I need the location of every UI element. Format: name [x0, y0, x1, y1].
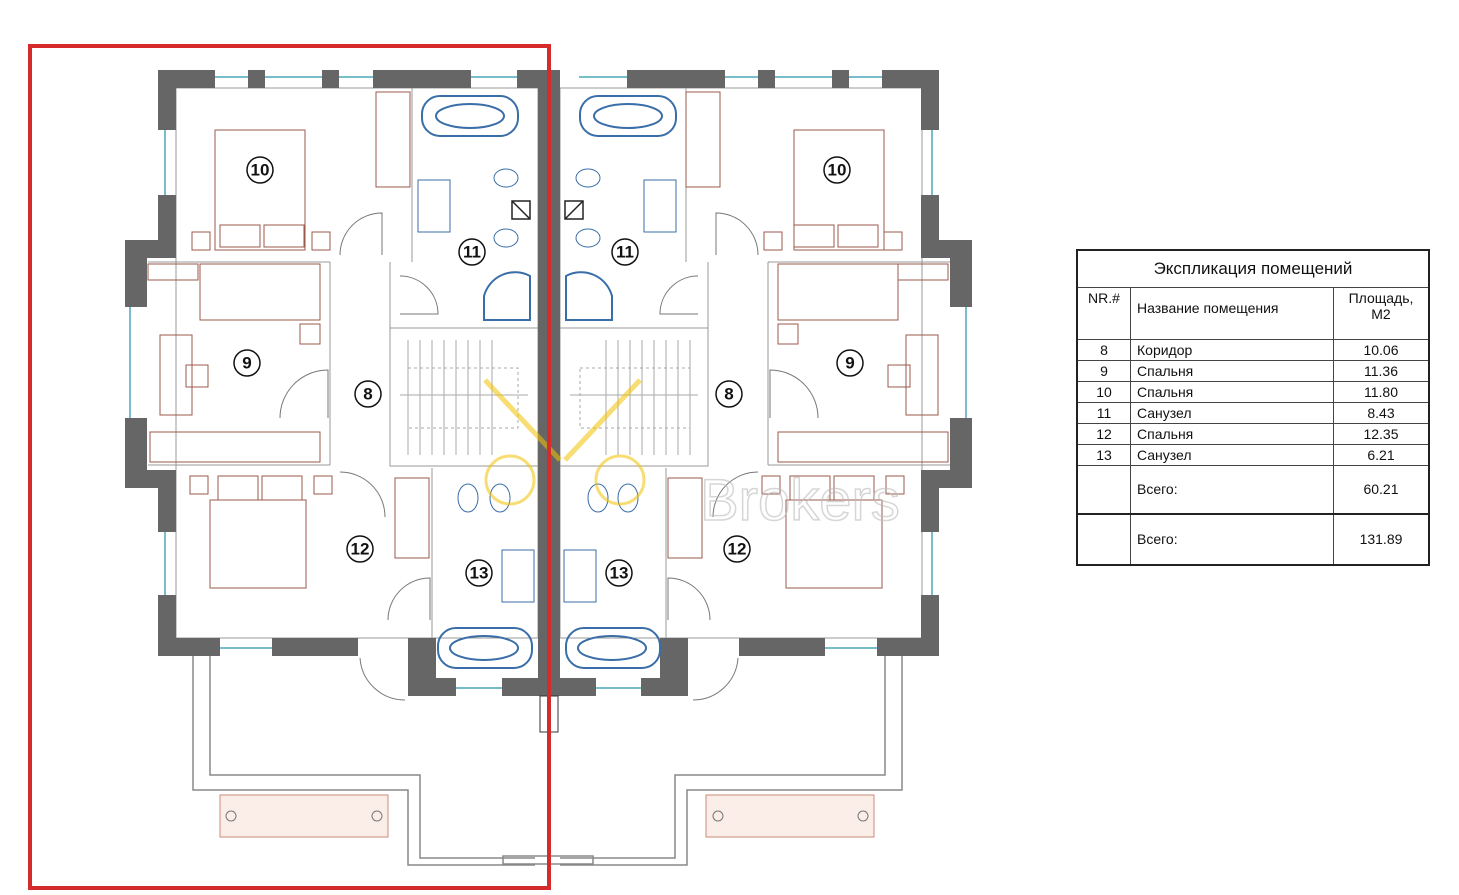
room-label-10-right: 10 — [828, 161, 847, 180]
highlight-frame — [28, 44, 551, 890]
row-area: 10.06 — [1333, 339, 1428, 361]
row-name: Спальня — [1130, 360, 1334, 382]
windows — [129, 76, 967, 689]
row-num: 10 — [1078, 381, 1131, 403]
row-num: 13 — [1078, 444, 1131, 466]
room-label-9-right: 9 — [845, 354, 854, 373]
row-area: 8.43 — [1333, 402, 1428, 424]
room-label-12: 12 — [351, 540, 370, 559]
row-num: 9 — [1078, 360, 1131, 382]
row-num: 11 — [1078, 402, 1131, 424]
row-area: 11.80 — [1333, 381, 1428, 403]
row-name: Спальня — [1130, 381, 1334, 403]
room-label-12-right: 12 — [728, 540, 747, 559]
walls — [125, 70, 972, 696]
subtotal-value: 60.21 — [1333, 465, 1428, 514]
row-name: Санузел — [1130, 402, 1334, 424]
vent-shafts — [511, 200, 584, 220]
terrace-decking — [219, 794, 875, 838]
room-label-11-right: 11 — [616, 243, 634, 262]
furniture — [147, 91, 949, 589]
watermark-logo — [483, 378, 646, 506]
room-label-11: 11 — [463, 243, 481, 262]
col-header-area-line2: M2 — [1371, 306, 1391, 322]
room-label-13-right: 13 — [610, 564, 629, 583]
room-label-8: 8 — [363, 385, 372, 404]
row-area: 11.36 — [1333, 360, 1428, 382]
doors — [279, 212, 819, 701]
room-schedule-table: Экспликация помещений NR.# Название поме… — [1076, 249, 1430, 566]
col-header-name: Название помещения — [1130, 287, 1334, 340]
col-header-area-line1: Площадь, — [1348, 290, 1414, 306]
col-header-num: NR.# — [1078, 287, 1131, 340]
sanitary-fixtures — [417, 95, 677, 669]
room-label-8-right: 8 — [724, 385, 733, 404]
row-area: 12.35 — [1333, 423, 1428, 445]
row-name: Спальня — [1130, 423, 1334, 445]
row-name: Санузел — [1130, 444, 1334, 466]
row-area: 6.21 — [1333, 444, 1428, 466]
staircase — [400, 340, 698, 455]
row-name: Коридор — [1130, 339, 1334, 361]
room-label-9: 9 — [242, 354, 251, 373]
room-labels: 10 9 8 11 12 13 10 9 8 11 12 13 — [233, 156, 864, 587]
total-label: Всего: — [1130, 512, 1334, 564]
col-header-area: Площадь, M2 — [1333, 287, 1428, 340]
row-num: 12 — [1078, 423, 1131, 445]
room-label-13: 13 — [470, 564, 489, 583]
row-num: 8 — [1078, 339, 1131, 361]
total-value: 131.89 — [1333, 512, 1428, 564]
schedule-title: Экспликация помещений — [1153, 259, 1353, 278]
room-label-10: 10 — [251, 161, 270, 180]
watermark-text: Brokers — [700, 468, 900, 533]
subtotal-label: Всего: — [1130, 465, 1334, 514]
